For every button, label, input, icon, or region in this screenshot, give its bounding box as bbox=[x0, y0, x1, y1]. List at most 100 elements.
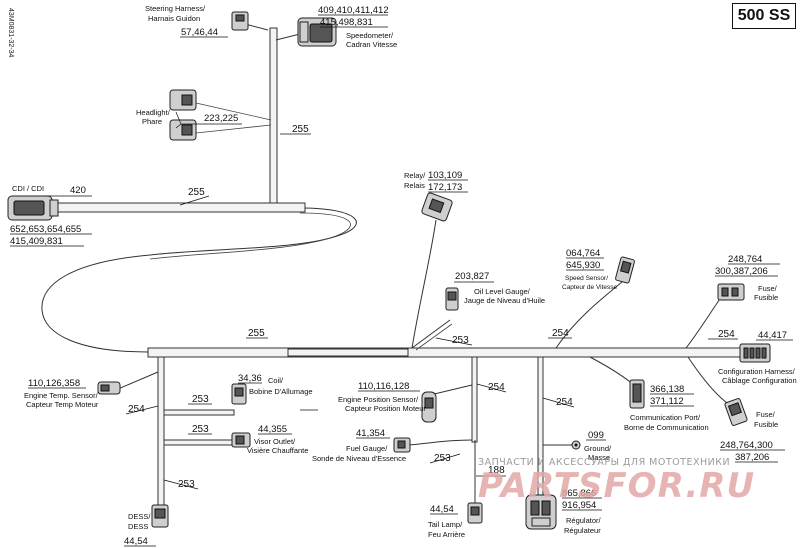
harness-253-dess: 253 bbox=[178, 479, 195, 490]
config-harness-connector bbox=[739, 343, 771, 363]
tail-refs: 44,54 bbox=[430, 504, 454, 515]
coil-connector bbox=[231, 383, 247, 405]
ground-terminal bbox=[571, 440, 581, 450]
steering-connector bbox=[231, 11, 249, 31]
headlight-label-en: Headlight/ bbox=[136, 108, 171, 117]
comm-port-refs-2: 371,112 bbox=[650, 396, 684, 407]
engine-temp-label-en: Engine Temp. Sensor/ bbox=[24, 391, 99, 400]
speed-sensor-label-en: Speed Sensor/ bbox=[565, 275, 608, 282]
regulator-refs-1: 865,866 bbox=[562, 488, 596, 499]
engine-pos-label-en: Engine Position Sensor/ bbox=[338, 395, 419, 404]
doc-number: 43M0831-32-34 bbox=[7, 8, 14, 58]
fuse-bottom-label-fr: Fusible bbox=[754, 420, 778, 429]
oil-label-en: Oil Level Gauge/ bbox=[474, 287, 531, 296]
harness-254-left: 254 bbox=[128, 404, 145, 415]
fuel-label-en: Fuel Gauge/ bbox=[346, 444, 388, 453]
cdi-refs-1: 652,653,654,655 bbox=[10, 224, 81, 235]
harness-254-reg: 254 bbox=[556, 397, 573, 408]
config-label-fr: Câblage Configuration bbox=[722, 376, 797, 385]
fuse-bottom-refs-1: 248,764,300 bbox=[720, 440, 773, 451]
cdi-label: CDI / CDI bbox=[12, 184, 44, 193]
speedometer-label-en: Speedometer/ bbox=[346, 31, 394, 40]
cdi-connector bbox=[7, 195, 59, 221]
oil-label-fr: Jauge de Niveau d'Huile bbox=[464, 296, 545, 305]
config-label-en: Configuration Harness/ bbox=[718, 367, 796, 376]
comm-port-label-en: Communication Port/ bbox=[630, 413, 701, 422]
visor-label-en: Visor Outlet/ bbox=[254, 437, 296, 446]
ground-label-en: Ground/ bbox=[584, 444, 612, 453]
relay-refs-2: 172,173 bbox=[428, 182, 462, 193]
fuse-top-refs-2: 300,387,206 bbox=[715, 266, 768, 277]
engine-temp-connector bbox=[97, 381, 121, 395]
harness-254-engpos: 254 bbox=[488, 382, 505, 393]
fuse-bottom-label-en: Fuse/ bbox=[756, 410, 776, 419]
engine-pos-label-fr: Capteur Position Moteur bbox=[345, 404, 426, 413]
harness-loop bbox=[41, 207, 357, 353]
steering-label-fr: Harnais Guidon bbox=[148, 14, 200, 23]
speedometer-refs-2: 415,498,831 bbox=[320, 17, 373, 28]
fuel-label-fr: Sonde de Niveau d'Essence bbox=[312, 454, 406, 463]
regulator-label-fr: Régulateur bbox=[564, 526, 601, 535]
relay-label-en: Relay/ bbox=[404, 171, 426, 180]
harness-255-top: 255 bbox=[292, 124, 309, 135]
fuse-top-refs-1: 248,764 bbox=[728, 254, 762, 265]
dess-label-en: DESS/ bbox=[128, 512, 151, 521]
comm-port-connector bbox=[629, 379, 645, 409]
regulator-refs-2: 916,954 bbox=[562, 500, 596, 511]
visor-refs: 44,355 bbox=[258, 424, 287, 435]
harness-255-main: 255 bbox=[248, 328, 265, 339]
regulator-connector bbox=[525, 494, 557, 530]
engine-pos-refs: 110,116,128 bbox=[358, 381, 409, 392]
oil-refs: 203,827 bbox=[455, 271, 489, 282]
fuel-refs: 41,354 bbox=[356, 428, 385, 439]
headlight-refs: 223,225 bbox=[204, 113, 238, 124]
harness-main-trunk bbox=[147, 347, 741, 358]
harness-left-drop bbox=[157, 356, 165, 508]
speed-sensor-connector bbox=[615, 256, 635, 284]
harness-253-coil: 253 bbox=[192, 394, 209, 405]
engine-temp-label-fr: Capteur Temp Moteur bbox=[26, 400, 99, 409]
speedometer-label-fr: Cadran Vitesse bbox=[346, 40, 397, 49]
harness-253-oil: 253 bbox=[452, 335, 469, 346]
speedometer-connector bbox=[297, 17, 337, 47]
speed-sensor-label-fr: Capteur de Vitesse bbox=[562, 284, 618, 291]
tail-label-fr: Feu Arrière bbox=[428, 530, 465, 539]
tail-lamp-connector bbox=[467, 502, 483, 524]
ground-label-fr: Masse bbox=[588, 453, 610, 462]
dess-refs: 44,54 bbox=[124, 536, 148, 547]
cdi-refs-2: 415,409,831 bbox=[10, 236, 63, 247]
tail-label-en: Tail Lamp/ bbox=[428, 520, 463, 529]
coil-label-en: Coil/ bbox=[268, 376, 284, 385]
fuse-bottom-refs-2: 387,206 bbox=[735, 452, 769, 463]
harness-255-cdi: 255 bbox=[188, 187, 205, 198]
fuse-top-label-en: Fuse/ bbox=[758, 284, 778, 293]
ground-refs: 099 bbox=[588, 430, 604, 441]
harness-cdi-branch bbox=[54, 202, 306, 213]
cdi-refs-top: 420 bbox=[70, 185, 86, 196]
visor-label-fr: Visière Chauffante bbox=[247, 446, 308, 455]
config-refs: 44,417 bbox=[758, 330, 787, 341]
steering-refs: 57,46,44 bbox=[181, 27, 218, 38]
coil-label-fr: Bobine D'Allumage bbox=[249, 387, 313, 396]
relay-connector bbox=[421, 192, 453, 222]
headlight-label-fr: Phare bbox=[142, 117, 162, 126]
coil-refs: 34,36 bbox=[238, 373, 262, 384]
engine-position-connector bbox=[421, 391, 437, 423]
fuse-bottom-connector bbox=[724, 398, 748, 426]
harness-253-visor: 253 bbox=[192, 424, 209, 435]
engine-temp-refs: 110,126,358 bbox=[28, 378, 80, 389]
regulator-label-en: Régulator/ bbox=[566, 516, 602, 525]
comm-port-refs-1: 366,138 bbox=[650, 384, 684, 395]
steering-label-en: Steering Harness/ bbox=[145, 4, 206, 13]
headlight-connector-2 bbox=[169, 119, 197, 141]
harness-188: 188 bbox=[488, 465, 505, 476]
speedometer-refs-1: 409,410,411,412 bbox=[318, 5, 389, 16]
fuse-top-label-fr: Fusible bbox=[754, 293, 778, 302]
speed-sensor-refs-2: 645,930 bbox=[566, 260, 600, 271]
dess-label-fr: DESS bbox=[128, 522, 148, 531]
headlight-connector-1 bbox=[169, 89, 197, 111]
oil-gauge-connector bbox=[445, 287, 459, 311]
comm-port-label-fr: Borne de Communication bbox=[624, 423, 709, 432]
harness-254-fuse: 254 bbox=[718, 329, 735, 340]
